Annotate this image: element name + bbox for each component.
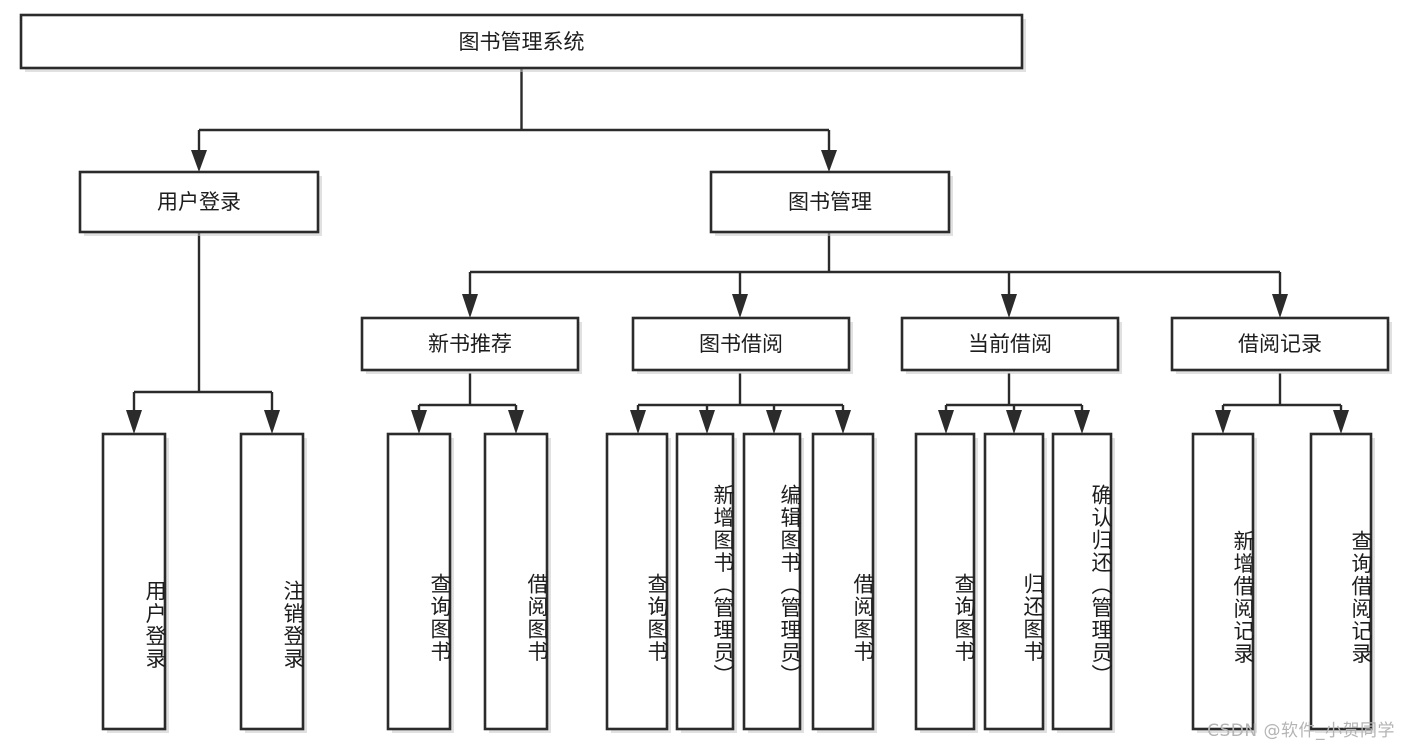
book-manage-node-label: 图书管理 (788, 190, 872, 214)
arrow-leaf-query-book-3 (938, 410, 954, 434)
root-node-box[interactable] (19, 13, 1024, 70)
current-borrow-node-box[interactable] (900, 316, 1120, 372)
leaf-return-book-box[interactable] (983, 432, 1045, 731)
arrow-leaf-edit-book (766, 410, 782, 434)
current-borrow-node-label: 当前借阅 (968, 332, 1052, 356)
borrow-record-node-box[interactable] (1170, 316, 1390, 372)
arrow-leaf-user-login (126, 410, 142, 434)
arrow-new-book-recommend (462, 294, 478, 318)
leaf-user-logout-box[interactable] (239, 432, 305, 731)
root-node-label: 图书管理系统 (459, 30, 585, 54)
node-layer: 图书管理系统 用户登录 图书管理 新书推荐 图书借阅 当前借阅 借阅记录 (19, 13, 1392, 733)
user-login-node-label: 用户登录 (157, 190, 241, 214)
arrow-leaf-query-record (1333, 410, 1349, 434)
arrow-leaf-return-book (1006, 410, 1022, 434)
borrow-record-node-label: 借阅记录 (1238, 332, 1322, 356)
arrow-leaf-query-book-2 (630, 410, 646, 434)
arrow-user-login (191, 150, 207, 172)
new-book-recommend-node-label: 新书推荐 (428, 332, 512, 356)
arrow-leaf-confirm-return (1074, 410, 1090, 434)
arrow-current-borrow (1001, 294, 1017, 318)
arrow-leaf-query-book-1 (411, 410, 427, 434)
csdn-watermark: CSDN @软件_小贺同学 (1207, 721, 1395, 741)
connector-layer (126, 68, 1349, 434)
leaf-confirm-return-box[interactable] (1051, 432, 1113, 731)
book-manage-node-box[interactable] (709, 170, 951, 234)
leaf-add-record-box[interactable] (1191, 432, 1255, 731)
leaf-user-login-box[interactable] (101, 432, 167, 731)
arrow-leaf-borrow-book-2 (835, 410, 851, 434)
arrow-leaf-borrow-book-1 (508, 410, 524, 434)
arrow-borrow-record (1272, 294, 1288, 318)
leaf-query-record-box[interactable] (1309, 432, 1373, 731)
leaf-edit-book-box[interactable] (742, 432, 802, 731)
arrow-book-borrow (732, 294, 748, 318)
book-borrow-node-label: 图书借阅 (699, 332, 783, 356)
arrow-leaf-add-book (699, 410, 715, 434)
arrow-leaf-add-record (1215, 410, 1231, 434)
arrow-book-manage (821, 150, 837, 172)
leaf-query-book-2-box[interactable] (605, 432, 669, 731)
leaf-query-book-1-box[interactable] (386, 432, 452, 731)
leaf-borrow-book-2-box[interactable] (811, 432, 875, 731)
user-login-node-box[interactable] (78, 170, 320, 234)
book-borrow-node-box[interactable] (631, 316, 851, 372)
new-book-recommend-node-box[interactable] (360, 316, 580, 372)
leaf-add-book-box[interactable] (675, 432, 735, 731)
leaf-borrow-book-1-box[interactable] (483, 432, 549, 731)
arrow-leaf-user-logout (264, 410, 280, 434)
leaf-query-book-3-box[interactable] (914, 432, 976, 731)
